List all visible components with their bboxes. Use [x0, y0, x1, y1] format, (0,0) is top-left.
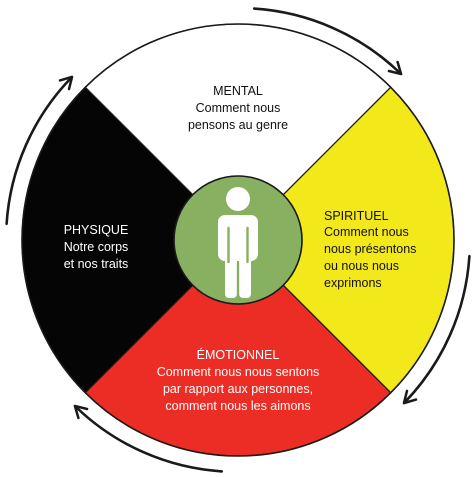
emotional-line-3: comment nous les aimons	[165, 399, 310, 413]
arrow-bottom-left-icon	[73, 404, 224, 473]
arrow-top-left-icon	[5, 75, 74, 226]
spiritual-line-2: nous présentons	[324, 242, 416, 256]
cycle-arrows	[5, 7, 471, 473]
arrow-bottom-right-icon	[402, 254, 471, 405]
mental-line-2: pensons au genre	[188, 118, 288, 132]
label-mental: MENTAL Comment nous pensons au genre	[188, 84, 288, 132]
emotional-title: ÉMOTIONNEL	[197, 347, 280, 362]
label-emotional: ÉMOTIONNEL Comment nous nous sentons par…	[157, 347, 320, 413]
spiritual-line-1: Comment nous	[324, 225, 409, 239]
physical-title: PHYSIQUE	[64, 223, 129, 237]
emotional-line-1: Comment nous nous sentons	[157, 365, 320, 379]
emotional-line-2: par rapport aux personnes,	[163, 382, 313, 396]
physical-line-2: et nos traits	[64, 257, 129, 271]
spiritual-line-4: exprimons	[324, 276, 382, 290]
physical-line-1: Notre corps	[64, 240, 129, 254]
label-spiritual: SPIRITUEL Comment nous nous présentons o…	[324, 209, 416, 290]
mental-title: MENTAL	[213, 84, 263, 98]
label-physical: PHYSIQUE Notre corps et nos traits	[64, 223, 129, 271]
wheel-border	[21, 23, 455, 457]
spiritual-line-3: ou nous nous	[324, 259, 399, 273]
mental-line-1: Comment nous	[196, 101, 281, 115]
arrow-top-right-icon	[252, 7, 403, 76]
spiritual-title: SPIRITUEL	[324, 209, 389, 223]
person-icon-detail	[227, 226, 249, 300]
